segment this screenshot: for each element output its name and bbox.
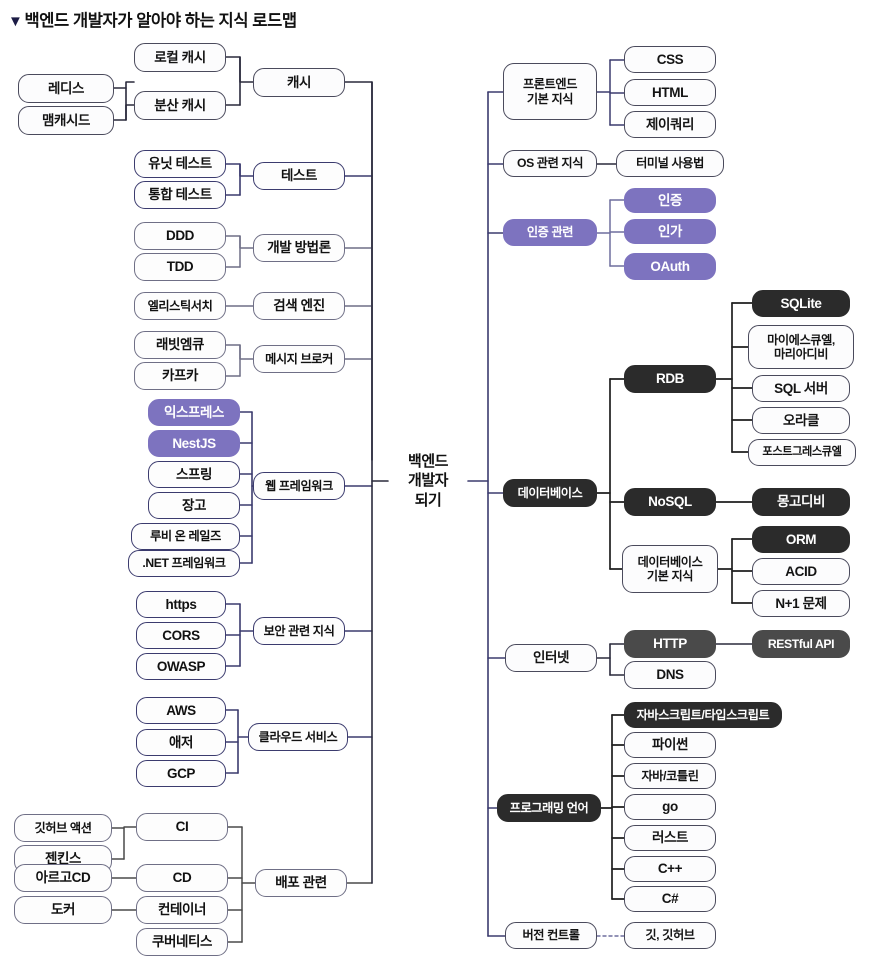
node-oauth[interactable]: OAuth [624,253,716,280]
node-database[interactable]: 데이터베이스 [503,479,597,507]
node-os-knowledge[interactable]: OS 관련 지식 [503,150,597,177]
node-ruby-on-rails[interactable]: 루비 온 레일즈 [131,523,240,550]
node-aws[interactable]: AWS [136,697,226,724]
node-go[interactable]: go [624,794,716,820]
center-node-backend-developer: 백엔드 개발자 되기 [408,452,448,509]
node-frontend-basics[interactable]: 프론트엔드 기본 지식 [503,63,597,120]
node-deployment[interactable]: 배포 관련 [255,869,347,897]
node-docker[interactable]: 도커 [14,896,112,924]
node-elasticsearch[interactable]: 엘리스틱서치 [134,292,226,320]
node-owasp[interactable]: OWASP [136,653,226,680]
node-mongodb[interactable]: 몽고디비 [752,488,850,516]
page-title-text: 백엔드 개발자가 알아야 하는 지식 로드맵 [24,12,297,30]
node-postgresql[interactable]: 포스트그레스큐엘 [748,439,856,466]
node-cd[interactable]: CD [136,864,228,892]
node-local-cache[interactable]: 로컬 캐시 [134,43,226,72]
node-web-framework[interactable]: 웹 프레임워크 [253,472,345,500]
node-unit-test[interactable]: 유닛 테스트 [134,150,226,178]
node-sql-server[interactable]: SQL 서버 [752,375,850,402]
node-jquery[interactable]: 제이쿼리 [624,111,716,138]
node-argocd[interactable]: 아르고CD [14,864,112,892]
node-rust[interactable]: 러스트 [624,825,716,851]
node-security-knowledge[interactable]: 보안 관련 지식 [253,617,345,645]
node-cors[interactable]: CORS [136,622,226,649]
node-django[interactable]: 장고 [148,492,240,519]
node-search-engine[interactable]: 검색 엔진 [253,292,345,320]
node-cache[interactable]: 캐시 [253,68,345,97]
node-gcp[interactable]: GCP [136,760,226,787]
node-message-broker[interactable]: 메시지 브로커 [253,345,345,373]
node-programming-language[interactable]: 프로그래밍 언어 [497,794,601,822]
triangle-icon: ▼ [8,13,23,30]
node-html[interactable]: HTML [624,79,716,106]
node-distributed-cache[interactable]: 분산 캐시 [134,91,226,120]
node-container[interactable]: 컨테이너 [136,896,228,924]
node-kafka[interactable]: 카프카 [134,362,226,390]
node-csharp[interactable]: C# [624,886,716,912]
node-git-github[interactable]: 깃, 깃허브 [624,922,716,949]
node-http[interactable]: HTTP [624,630,716,658]
node-ci[interactable]: CI [136,813,228,841]
node-rabbitmq[interactable]: 래빗엠큐 [134,331,226,359]
node-sqlite[interactable]: SQLite [752,290,850,317]
node-javascript-typescript[interactable]: 자바스크립트/타입스크립트 [624,702,782,728]
node-redis[interactable]: 레디스 [18,74,114,103]
node-orm[interactable]: ORM [752,526,850,553]
node-memcached[interactable]: 맴캐시드 [18,106,114,135]
node-authorization[interactable]: 인가 [624,219,716,244]
node-ddd[interactable]: DDD [134,222,226,250]
node-dotnet-framework[interactable]: .NET 프레임워크 [128,550,240,577]
node-internet[interactable]: 인터넷 [505,644,597,672]
node-dns[interactable]: DNS [624,661,716,689]
node-python[interactable]: 파이썬 [624,732,716,758]
node-tdd[interactable]: TDD [134,253,226,281]
node-mysql-mariadb[interactable]: 마이에스큐엘, 마리아디비 [748,325,854,369]
node-azure[interactable]: 애저 [136,729,226,756]
node-java-kotlin[interactable]: 자바/코틀린 [624,763,716,789]
node-https[interactable]: https [136,591,226,618]
node-terminal-usage[interactable]: 터미널 사용법 [616,150,724,177]
node-nestjs[interactable]: NestJS [148,430,240,457]
node-kubernetes[interactable]: 쿠버네티스 [136,928,228,956]
node-version-control[interactable]: 버전 컨트롤 [505,922,597,949]
node-cloud-services[interactable]: 클라우드 서비스 [248,723,348,751]
node-database-basics[interactable]: 데이터베이스 기본 지식 [622,545,718,593]
node-test[interactable]: 테스트 [253,162,345,190]
page-title: ▼백엔드 개발자가 알아야 하는 지식 로드맵 [8,7,297,31]
node-rdb[interactable]: RDB [624,365,716,393]
node-cpp[interactable]: C++ [624,856,716,882]
node-methodology[interactable]: 개발 방법론 [253,234,345,262]
node-spring[interactable]: 스프링 [148,461,240,488]
node-nosql[interactable]: NoSQL [624,488,716,516]
node-n-plus-one-problem[interactable]: N+1 문제 [752,590,850,617]
node-express[interactable]: 익스프레스 [148,399,240,426]
node-authentication[interactable]: 인증 [624,188,716,213]
node-github-actions[interactable]: 깃허브 액션 [14,814,112,842]
node-integration-test[interactable]: 통합 테스트 [134,181,226,209]
node-acid[interactable]: ACID [752,558,850,585]
node-css[interactable]: CSS [624,46,716,73]
node-restful-api[interactable]: RESTful API [752,630,850,658]
node-authentication-related[interactable]: 인증 관련 [503,219,597,246]
node-oracle[interactable]: 오라클 [752,407,850,434]
